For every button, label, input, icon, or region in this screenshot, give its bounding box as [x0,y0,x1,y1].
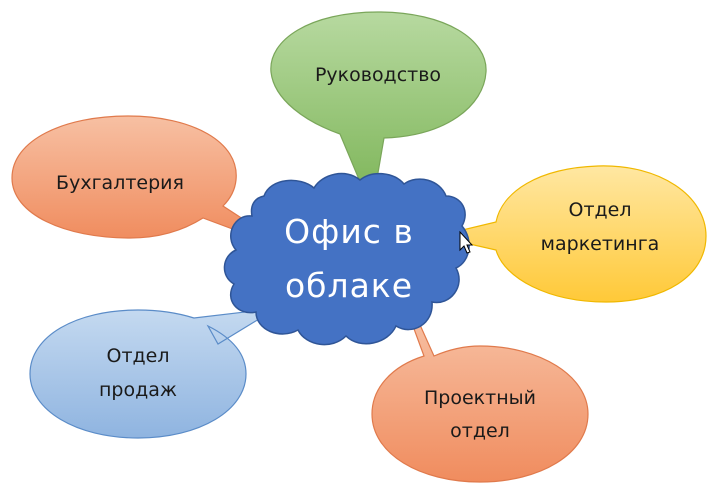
cloud-shape [223,172,470,346]
node-sales[interactable]: Отдел продаж [29,309,265,439]
node-center[interactable]: Офис в облаке [223,172,470,346]
sales-bubble [29,309,265,439]
sales-label-line1: Отдел [107,345,170,367]
project-label-line2: отдел [450,420,510,442]
marketing-label-line2: маркетинга [541,233,660,255]
accounting-label: Бухгалтерия [56,172,184,194]
sales-label-line2: продаж [99,379,177,401]
node-marketing[interactable]: Отдел маркетинга [451,165,707,303]
node-management[interactable]: Руководство [270,11,487,197]
node-project[interactable]: Проектный отдел [371,315,589,483]
management-bubble [270,11,487,197]
management-label: Руководство [315,64,441,86]
mouse-cursor-icon [459,230,474,254]
marketing-label-line1: Отдел [569,199,632,221]
project-bubble [371,315,589,483]
center-label-line2: облаке [285,266,413,305]
accounting-bubble [11,115,267,241]
center-label-line1: Офис в [284,212,414,251]
project-label-line1: Проектный [424,387,536,409]
node-accounting[interactable]: Бухгалтерия [11,115,267,241]
marketing-bubble [451,165,707,303]
